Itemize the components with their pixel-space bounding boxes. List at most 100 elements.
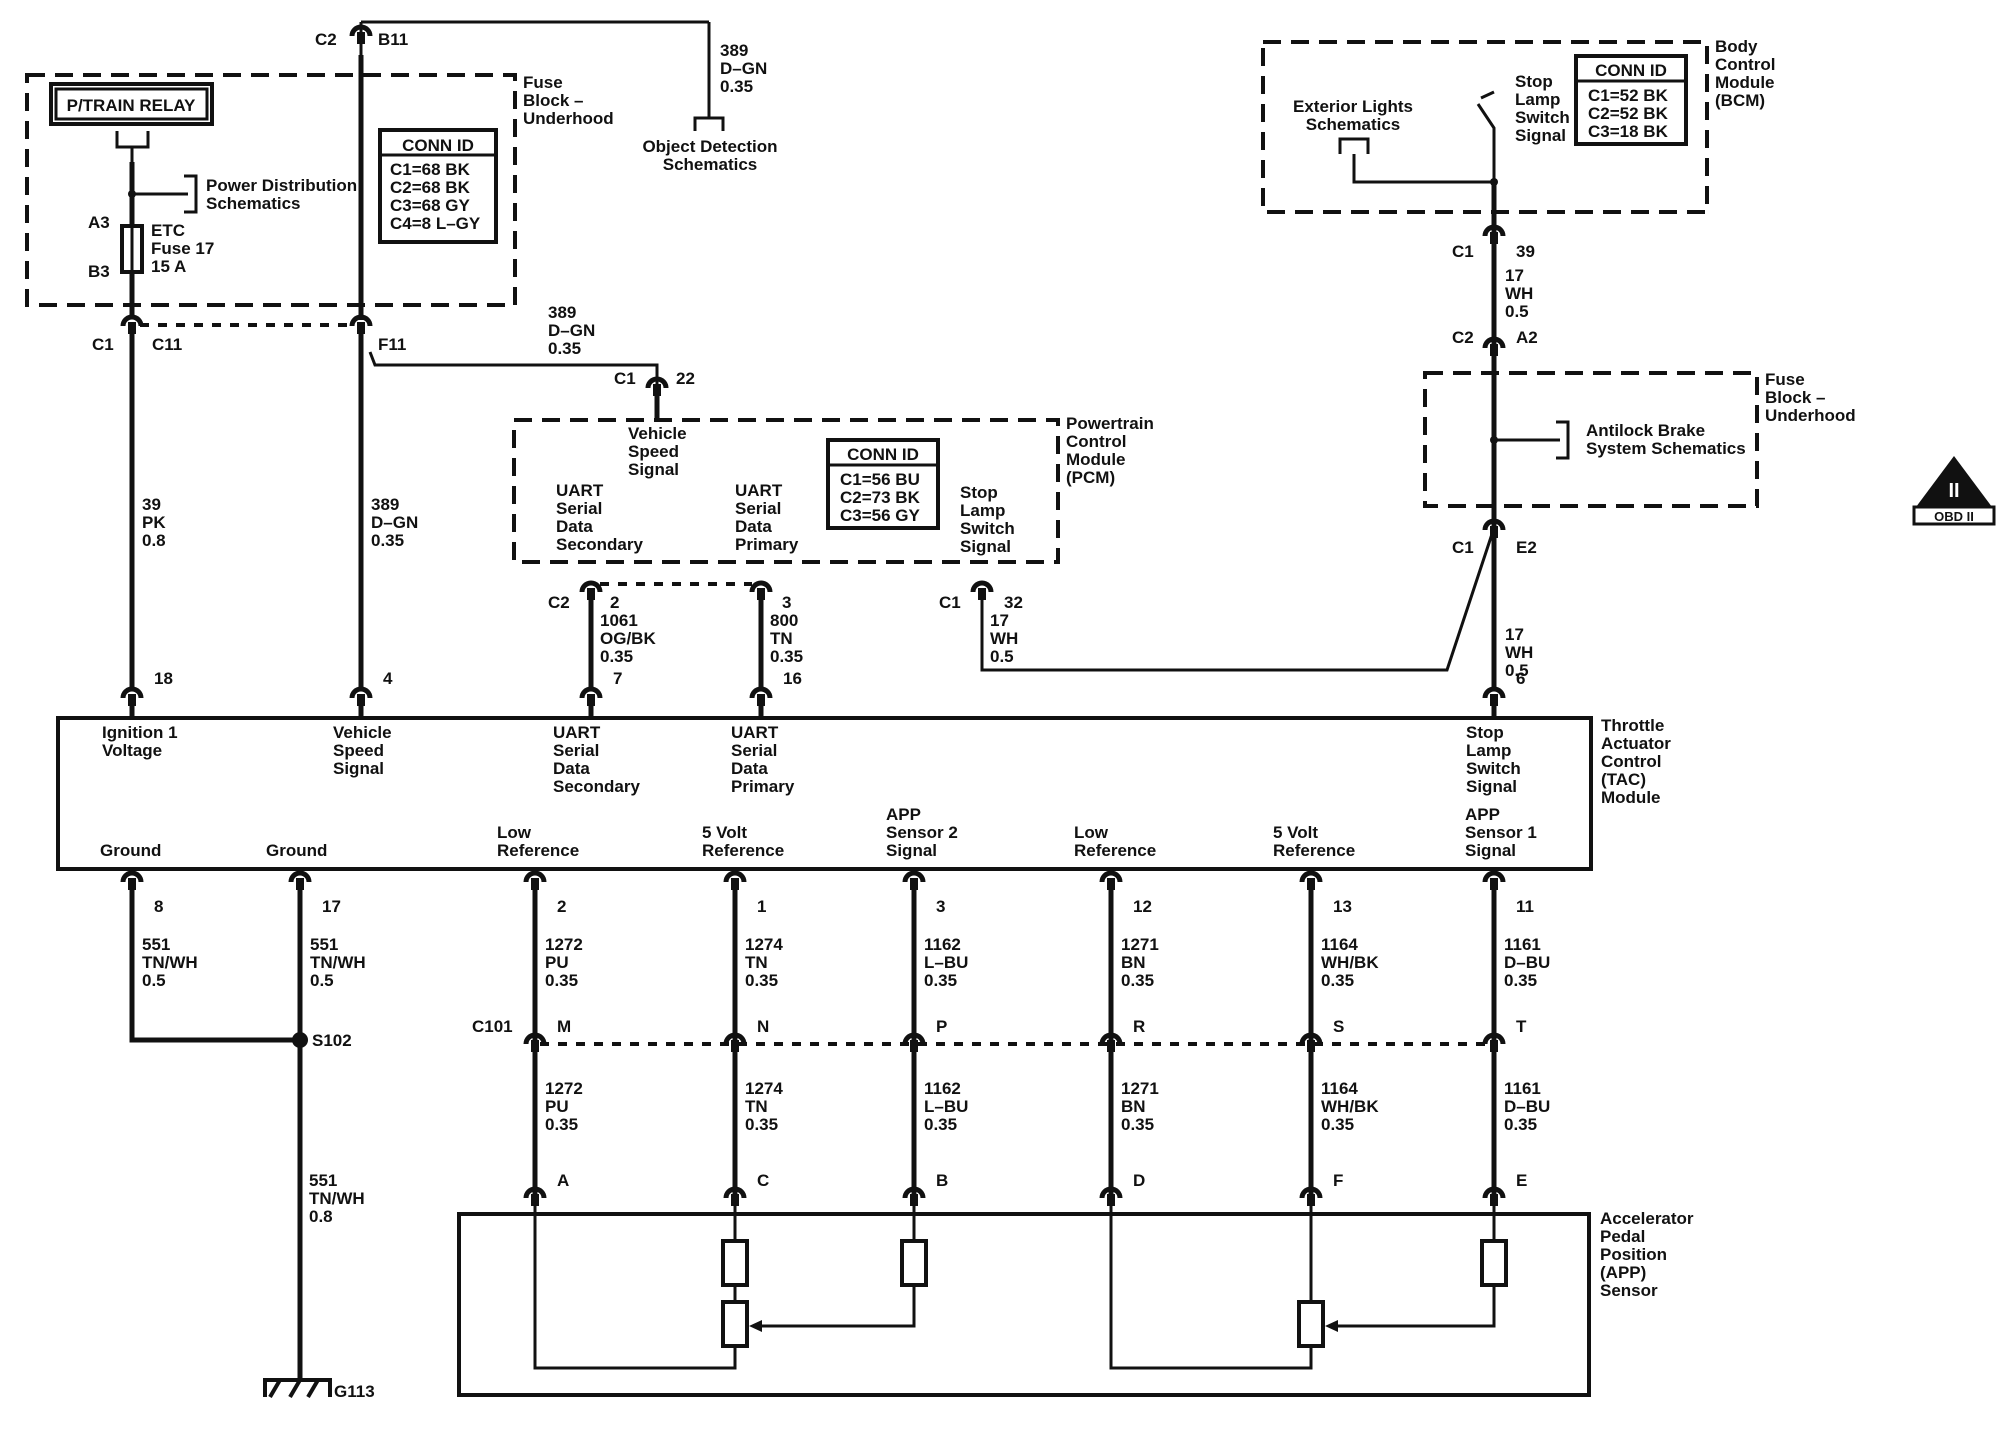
text-line: TN [745, 953, 768, 972]
text-line: 389 [371, 495, 399, 514]
text-line: 0.35 [924, 1115, 957, 1134]
text-line: Signal [1466, 777, 1517, 796]
object-detection-bracket [693, 116, 725, 131]
text-line: Data [556, 517, 593, 536]
text-line: PK [142, 513, 166, 532]
text-line: D–BU [1504, 1097, 1550, 1116]
fb-c1-connector-arc [1482, 518, 1506, 531]
text-line: UART [735, 481, 783, 500]
tac-bottom-pin-number: 1 [757, 897, 766, 916]
text-line: Ignition 1 [102, 723, 178, 742]
text-line: APP [886, 805, 921, 824]
text-line: Secondary [556, 535, 643, 554]
text-line: Object Detection [642, 137, 777, 156]
ptrain-relay: P/TRAIN RELAY [49, 82, 214, 126]
text-line: D–BU [1504, 953, 1550, 972]
pcm-pin-32: 32 [1004, 593, 1023, 612]
text-line: 0.5 [1505, 302, 1529, 321]
text-line: 0.35 [1504, 1115, 1537, 1134]
f11-connector-pin [357, 322, 365, 334]
c1-connector-pin [128, 322, 136, 334]
text-line: Block – [523, 91, 583, 110]
text-line: Voltage [102, 741, 162, 760]
text-line: 17 [1505, 266, 1524, 285]
pcm-pin32-connector-arc [970, 580, 994, 593]
text-line: Lamp [1515, 90, 1560, 109]
app-connector-pin [731, 1194, 739, 1206]
ext-lights-bracket [1338, 137, 1370, 154]
app2-low-ref-loop [533, 1205, 737, 1370]
top-conn-c2: C2 [315, 30, 337, 49]
tac-top-pin-number: 18 [154, 669, 173, 688]
text-line: 0.35 [745, 971, 778, 990]
text-line: Signal [960, 537, 1011, 556]
text-line: 0.35 [745, 1115, 778, 1134]
text-line: 551 [310, 935, 338, 954]
text-line: Module [1601, 788, 1661, 807]
text-line: Low [1074, 823, 1109, 842]
text-line: 0.35 [600, 647, 633, 666]
fb-e2-label: E2 [1516, 538, 1537, 557]
text-line: 1061 [600, 611, 638, 630]
tac-bottom-pin-number: 8 [154, 897, 163, 916]
text-line: 0.5 [310, 971, 334, 990]
app-connector-pin [1490, 1194, 1498, 1206]
ground-g113-label: G113 [334, 1382, 375, 1401]
text-line: WH/BK [1321, 1097, 1379, 1116]
f11-to-pcm-wire [368, 351, 659, 386]
text-line: Signal [886, 841, 937, 860]
bcm-c1-label: C1 [1452, 242, 1474, 261]
text-line: 0.5 [1505, 661, 1529, 680]
text-line: 17 [1505, 625, 1524, 644]
text-line: Primary [735, 535, 799, 554]
text-line: System Schematics [1586, 439, 1746, 458]
c101-connector-pin [531, 1040, 539, 1052]
tac-top-pin-number: 4 [383, 669, 393, 688]
text-line: Serial [731, 741, 777, 760]
tac-bottom-connector-arc [1099, 870, 1123, 883]
c101-connector-pin [1307, 1040, 1315, 1052]
text-line: TN [745, 1097, 768, 1116]
ground-g113-symbol [263, 1378, 332, 1399]
text-line: Vehicle [333, 723, 392, 742]
text-line: 0.35 [1321, 971, 1354, 990]
text-line: Underhood [523, 109, 614, 128]
text-line: OG/BK [600, 629, 656, 648]
bcm-pin-39: 39 [1516, 242, 1535, 261]
text-line: TN/WH [142, 953, 198, 972]
pcm-boundary [512, 418, 1060, 564]
fuse-block-right-boundary [1423, 371, 1759, 508]
text-line: Switch [1466, 759, 1521, 778]
text-line: C1=68 BK [390, 160, 471, 179]
text-line: Low [497, 823, 532, 842]
text-line: 1271 [1121, 1079, 1159, 1098]
f11-label: F11 [378, 335, 406, 354]
tac-top-connector-arc [1482, 686, 1506, 699]
app-connector-pin [1307, 1194, 1315, 1206]
tac-bottom-connector-pin [1107, 878, 1115, 890]
c101-connector-pin [1107, 1040, 1115, 1052]
c101-connector-arc [723, 1032, 747, 1045]
tac-bottom-pin-number: 3 [936, 897, 945, 916]
bcm-c1-connector-pin [1490, 232, 1498, 244]
text-line: 15 A [151, 257, 186, 276]
text-line: 0.35 [1504, 971, 1537, 990]
